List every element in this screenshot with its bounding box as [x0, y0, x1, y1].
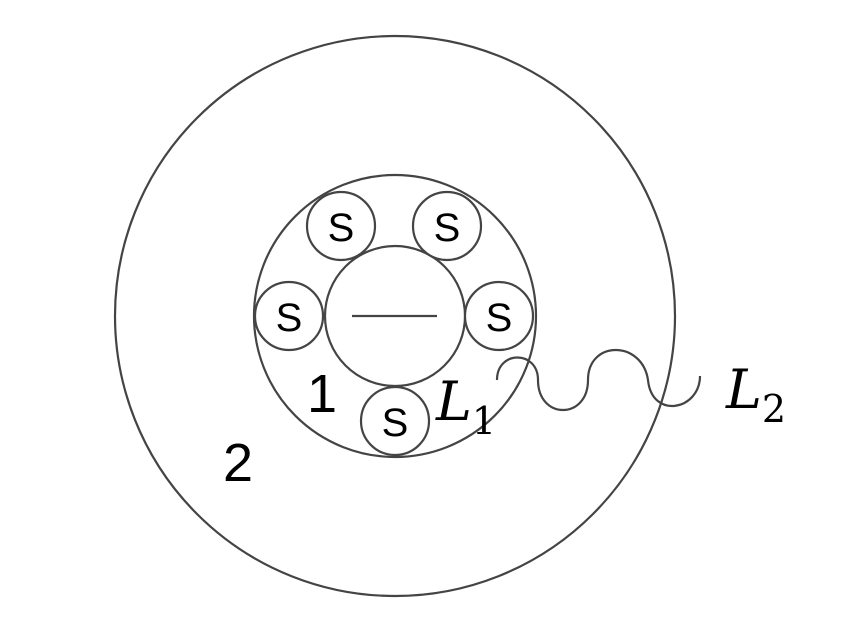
s-particle: S: [359, 385, 431, 457]
region-label-inner: 1: [307, 364, 337, 424]
wavy-connector: [495, 348, 702, 412]
outer-ring: [113, 34, 677, 598]
s-particle-label: S: [276, 296, 303, 340]
label-l1: L1: [435, 370, 496, 443]
s-particle: S: [305, 190, 377, 262]
s-particle: S: [463, 280, 535, 352]
s-particle-label: S: [486, 296, 513, 340]
region-label-outer: 2: [223, 433, 253, 493]
label-l2: L2: [725, 358, 786, 431]
s-particle-label: S: [434, 206, 461, 250]
s-particle-label: S: [328, 206, 355, 250]
s-particle: S: [411, 190, 483, 262]
s-particle: S: [253, 280, 325, 352]
s-particle-label: S: [382, 401, 409, 445]
